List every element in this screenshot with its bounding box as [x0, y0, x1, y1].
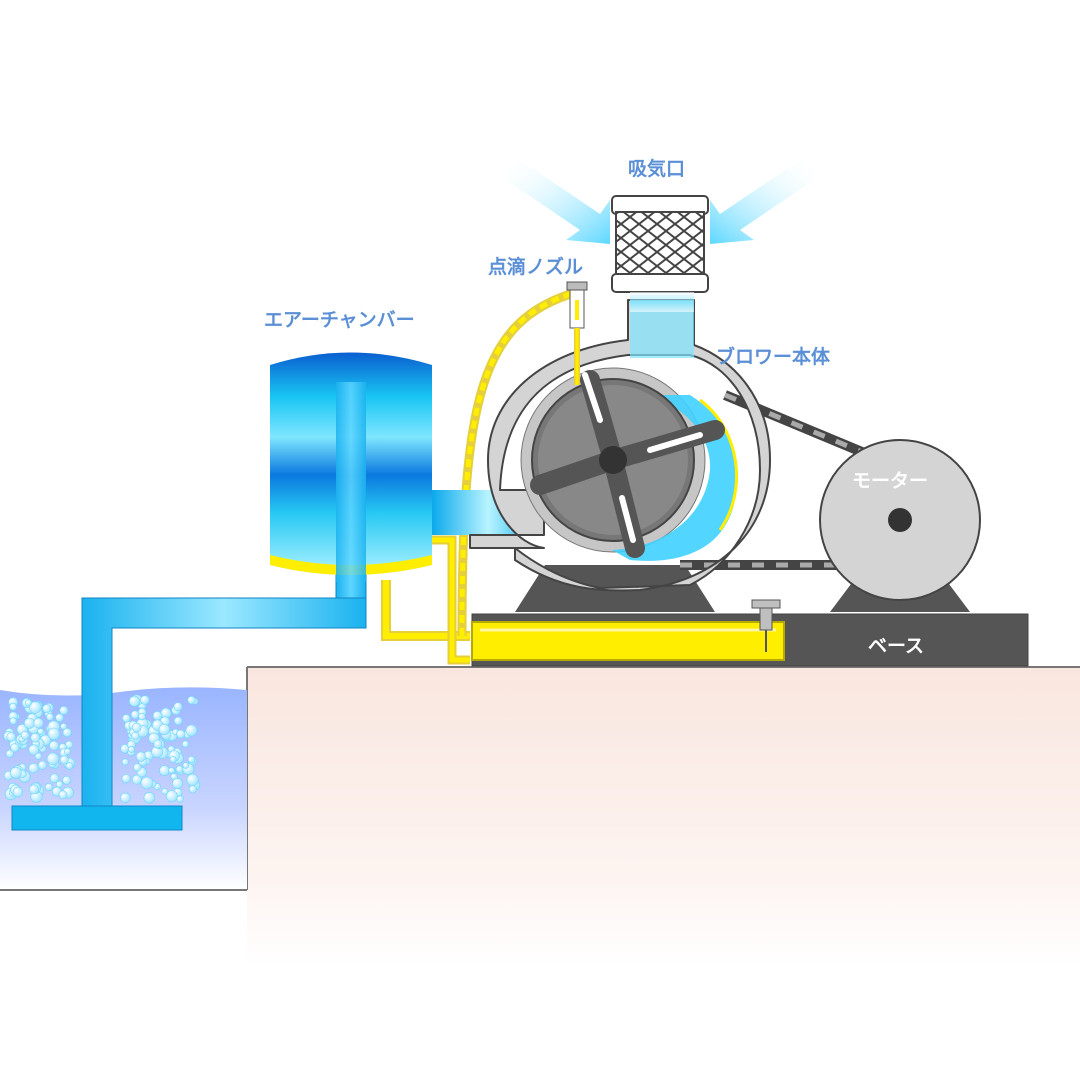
base-label: ベース [868, 635, 925, 657]
bubble [140, 776, 154, 790]
bubble [10, 743, 20, 753]
drip-nozzle-part [566, 281, 588, 385]
bubble [46, 752, 60, 765]
bubble [49, 773, 60, 784]
intake-airflow-arrows [500, 160, 820, 244]
intake-filter [611, 195, 709, 312]
bubble [168, 767, 175, 774]
bubble [188, 785, 197, 794]
bubble [58, 790, 68, 800]
bubble [158, 723, 171, 736]
bubble [135, 751, 146, 762]
bubble [30, 732, 41, 743]
bubble [130, 710, 140, 720]
motor-label: モーター [852, 470, 929, 492]
bubble [55, 713, 64, 723]
bubble [37, 760, 47, 770]
ground [246, 666, 1080, 967]
bubble [5, 749, 14, 758]
bubble [46, 713, 54, 721]
bubble [131, 774, 142, 785]
bubble [120, 792, 131, 803]
bubble [24, 699, 32, 707]
rotor [530, 370, 725, 558]
bubble [173, 716, 183, 726]
bubble [153, 739, 163, 749]
bubble [138, 712, 146, 721]
bubble [175, 765, 184, 774]
bubble [59, 705, 69, 715]
bubble [62, 727, 72, 738]
bubble [181, 740, 190, 748]
bubble [165, 790, 178, 802]
bubble [65, 762, 74, 770]
air-chamber-label: エアーチャンバー [264, 309, 415, 331]
bubble [28, 744, 40, 756]
motor-body [819, 439, 981, 601]
bubble [9, 766, 22, 779]
bubble [176, 729, 186, 739]
bubble [28, 762, 39, 774]
bubble [131, 731, 140, 741]
bubble [182, 762, 190, 769]
bubble [131, 722, 142, 733]
bubble [159, 765, 170, 776]
oil-gauge [751, 599, 781, 652]
bubble [37, 728, 45, 735]
bubble [33, 717, 44, 729]
bubble [133, 763, 142, 772]
bubble [42, 704, 52, 714]
bubble [121, 758, 129, 766]
bubble [29, 701, 42, 714]
air-chamber [270, 352, 432, 582]
bubble [34, 752, 43, 760]
air-bubbles [3, 694, 201, 804]
bubble [9, 717, 17, 725]
intake-label: 吸気口 [628, 158, 686, 180]
bubble [9, 702, 17, 711]
bubble [12, 786, 24, 798]
bubble [48, 740, 59, 751]
bubble [173, 702, 183, 712]
bubble [186, 773, 199, 787]
bubble [161, 788, 169, 795]
bubble [44, 782, 53, 791]
bubble [187, 755, 196, 764]
bubble [64, 748, 71, 755]
bubble [6, 732, 16, 742]
bubble [169, 756, 177, 763]
bubble [28, 784, 39, 795]
bubble [47, 727, 60, 740]
bubble [122, 714, 131, 723]
bubble [20, 730, 30, 740]
bubble [143, 791, 156, 804]
bubble [152, 710, 163, 721]
oil-lines [381, 287, 579, 665]
bubble [62, 775, 72, 785]
drip-nozzle-label: 点滴ノズル [488, 256, 584, 278]
bubble [128, 695, 140, 707]
bubble [128, 746, 135, 753]
oil-reservoir [471, 621, 785, 661]
water-tank [0, 687, 247, 891]
bubble [140, 695, 150, 705]
bubble [59, 755, 69, 765]
bubble [185, 724, 198, 737]
bubble [121, 773, 131, 784]
bubble [60, 723, 67, 730]
bubble [23, 717, 35, 729]
blower-body-label: ブロワー本体 [716, 346, 831, 368]
bubble [176, 795, 184, 803]
bubble [172, 777, 184, 789]
bubble [187, 695, 196, 705]
